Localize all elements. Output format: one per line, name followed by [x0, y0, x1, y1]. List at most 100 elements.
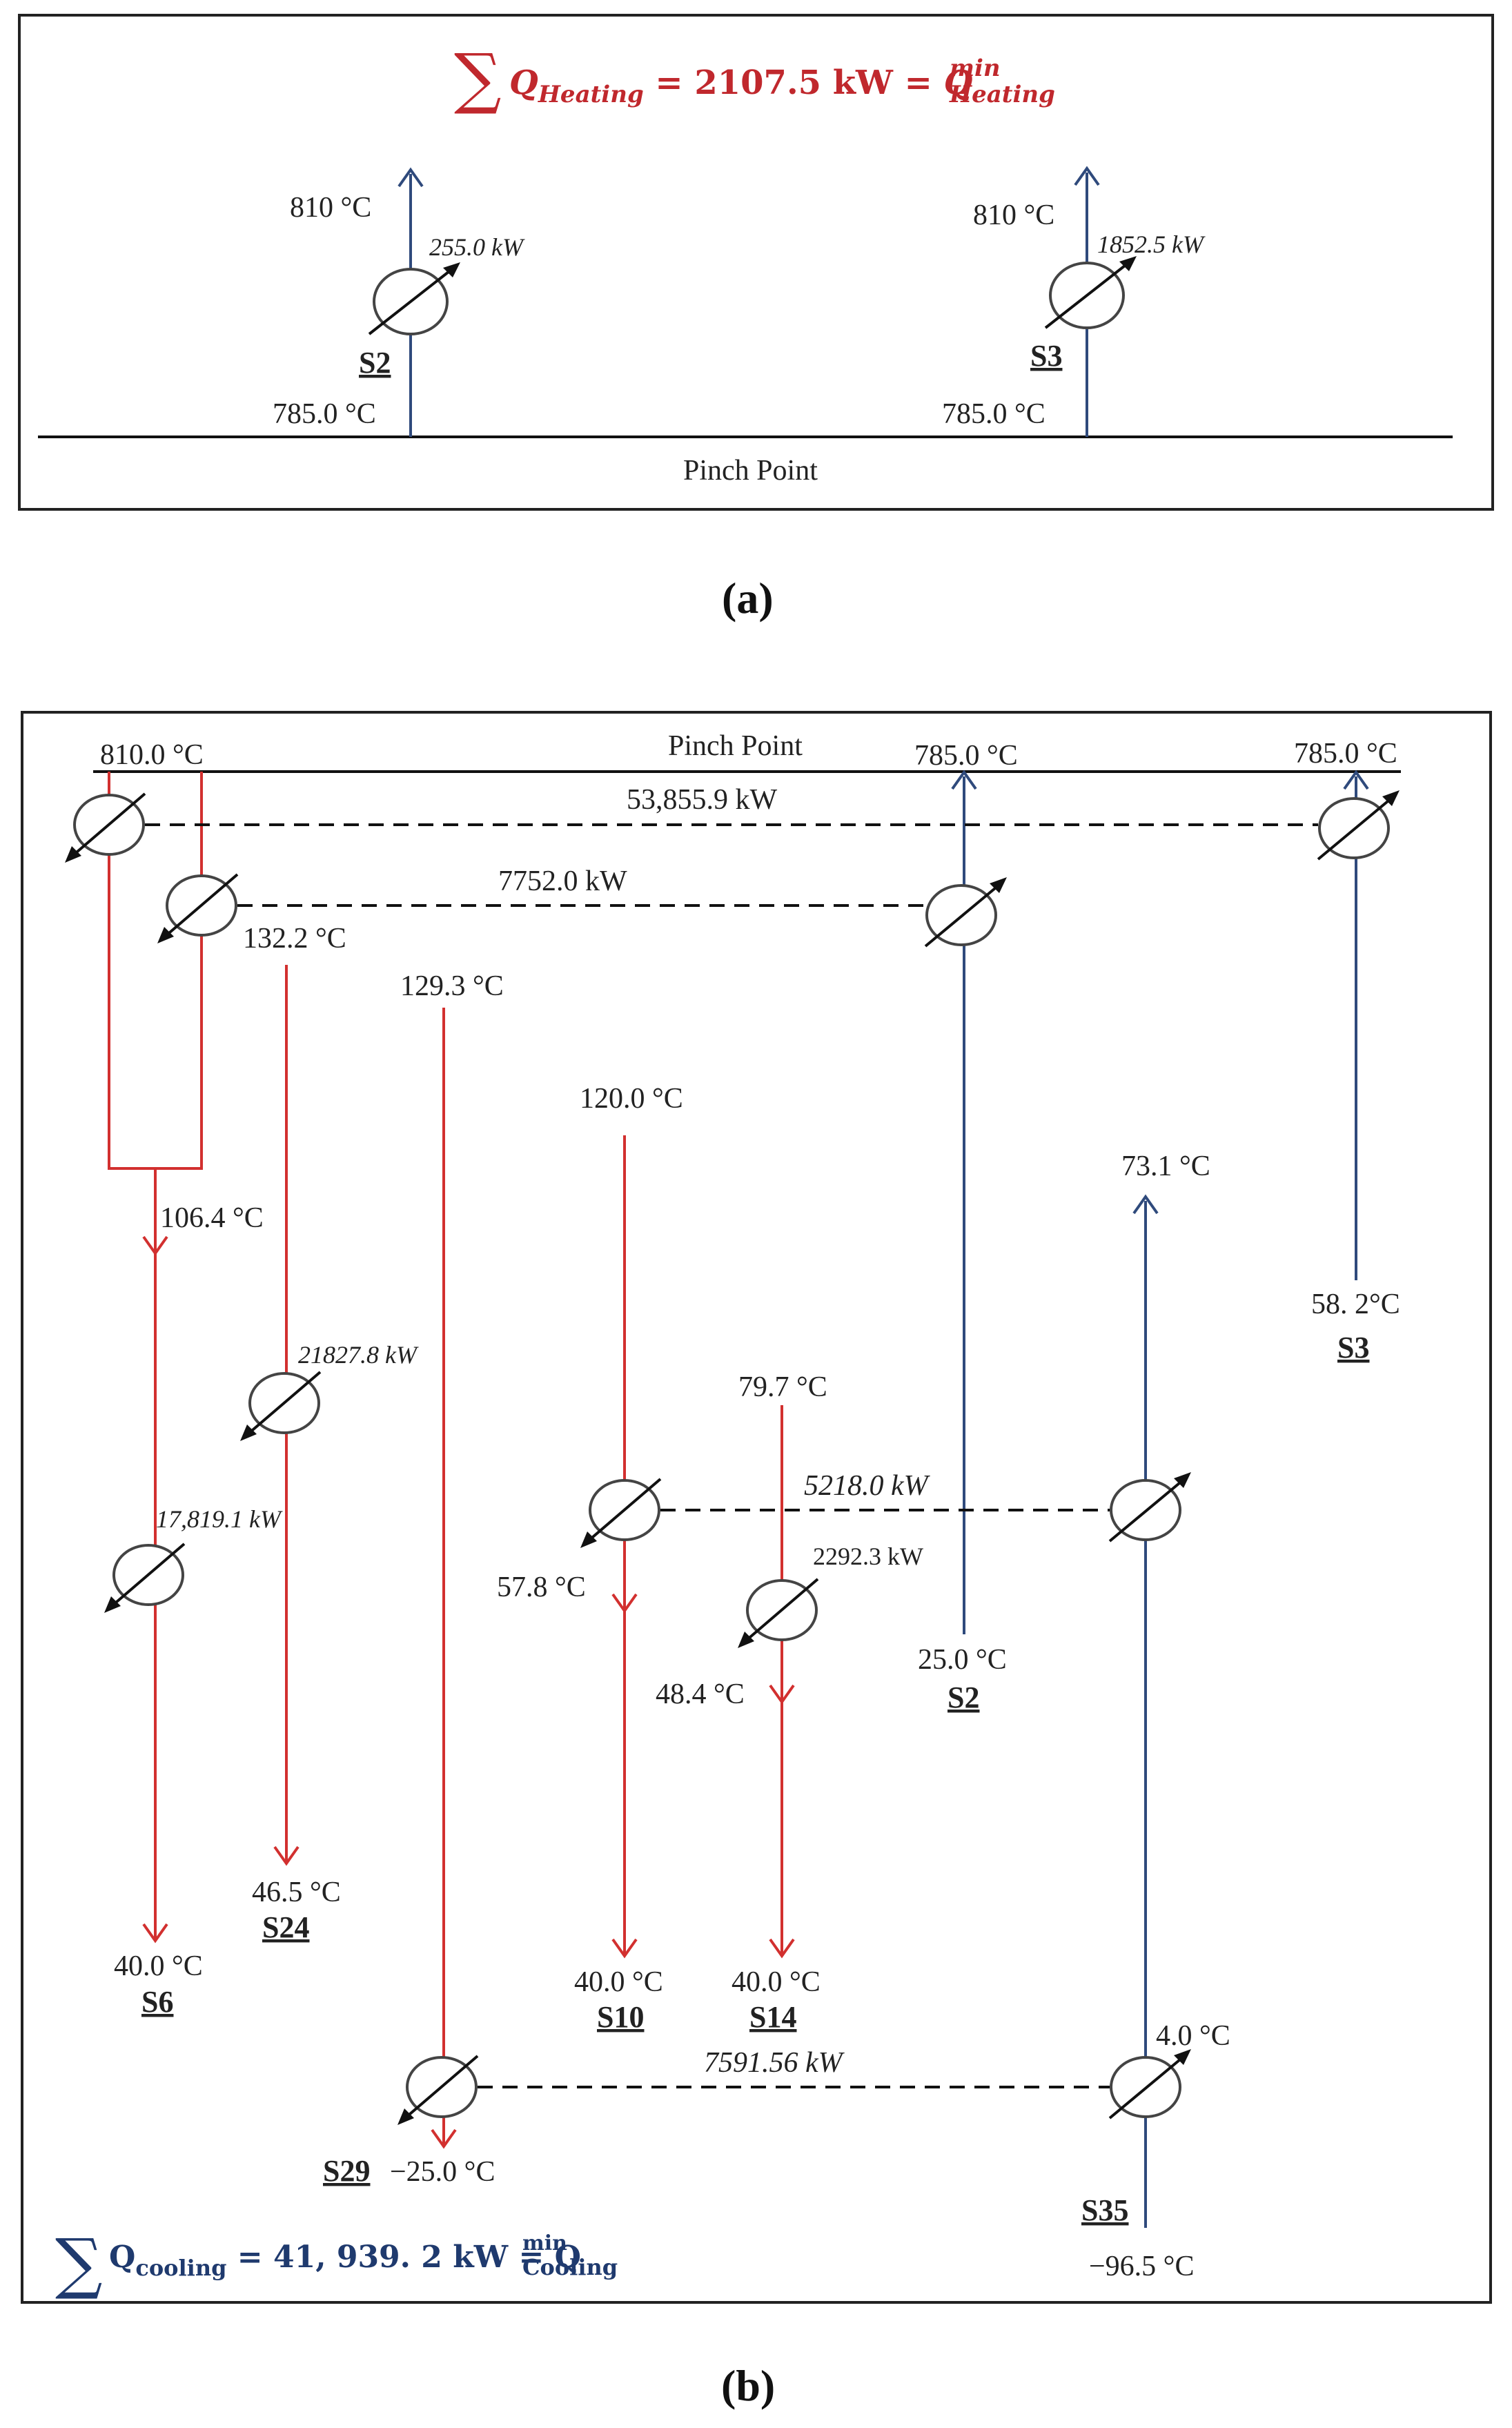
stream-s14: 79.7 °C 2292.3 kW 48.4 °C 40.0 °C S14 [656, 1371, 923, 2034]
panel-a-frame [18, 14, 1494, 511]
s10-mid-temp: 57.8 °C [497, 1572, 586, 1603]
s6-cooler-duty: 17,819.1 kW [156, 1505, 283, 1533]
cooler-s24-icon [240, 1371, 322, 1441]
s10-label: S10 [597, 2000, 644, 2034]
s3-b-inlet-temp: 58. 2°C [1311, 1289, 1400, 1320]
panel-a: ∑ QHeating = 2107.5 kW = Q min Heating P… [18, 14, 1494, 623]
s29-label: S29 [323, 2154, 370, 2188]
cooling-eq-text: Qcooling = 41, 939. 2 kW = Q [109, 2240, 581, 2281]
s3-b-label: S3 [1337, 1331, 1369, 1364]
stream-s24: 21827.8 kW 46.5 °C S24 [240, 965, 419, 1944]
s35-top-temp: 73.1 °C [1121, 1151, 1210, 1182]
s24-cooler-duty: 21827.8 kW [298, 1341, 419, 1369]
s2-b-label: S2 [948, 1681, 979, 1714]
heating-eq-rhs-sup: min [950, 55, 1001, 82]
s2-b-inlet-temp: 25.0 °C [918, 1644, 1007, 1676]
duty-s10-s35: 5218.0 kW [804, 1470, 931, 1502]
cooling-equation: ∑ Qcooling = 41, 939. 2 kW = Q min Cooli… [55, 2224, 618, 2302]
s2-pinch-temp: 785.0 °C [914, 740, 1018, 772]
s10-inlet-temp: 120.0 °C [580, 1083, 683, 1115]
s14-mid-temp: 48.4 °C [656, 1678, 745, 1710]
cooling-eq-rhs-sub: Cooling [522, 2254, 618, 2280]
s24-outlet-temp: 46.5 °C [252, 1877, 341, 1908]
s14-inlet-temp: 79.7 °C [738, 1371, 827, 1403]
s2-a-outlet-temp: 810 °C [290, 192, 371, 224]
cooling-eq-rhs: Q [555, 2240, 581, 2275]
cooling-eq-rhs-sup: min [522, 2231, 567, 2255]
heater-icon [1044, 256, 1137, 329]
s6-label: S6 [141, 1985, 173, 2019]
cooling-eq-lhs-sub: cooling [135, 2255, 226, 2281]
s3-pinch-temp: 785.0 °C [1294, 738, 1397, 770]
arrow-up-icon [1132, 1194, 1159, 1215]
heating-eq-lhs: Q [509, 63, 538, 102]
arrow-up-icon [951, 770, 977, 790]
s6-temp-106: 106.4 °C [160, 1202, 264, 1234]
s3-a-inlet-temp: 785.0 °C [942, 398, 1045, 430]
sum-symbol: ∑ [55, 2224, 103, 2302]
heating-eq-rhs: Q [944, 63, 973, 102]
s35-label: S35 [1081, 2193, 1128, 2227]
exchanger-s35-lower-icon [1108, 2049, 1191, 2119]
arrow-down-icon [611, 1593, 638, 1614]
s35-inlet-temp: −96.5 °C [1089, 2251, 1195, 2282]
exchanger-s6-s3-icon [65, 792, 146, 863]
arrow-down-icon [273, 1846, 300, 1866]
s3-a-label: S3 [1030, 339, 1062, 373]
s35-mid-temp: 4.0 °C [1156, 2020, 1230, 2052]
exchanger-s6-s2-icon [157, 873, 239, 943]
arrow-down-icon [142, 1923, 168, 1944]
arrow-down-icon [769, 1684, 795, 1705]
heating-eq-middle: = 2107.5 kW = [644, 63, 944, 102]
s14-outlet-temp: 40.0 °C [732, 1966, 821, 1998]
arrow-up-icon [1074, 166, 1100, 186]
heating-equation: ∑ QHeating = 2107.5 kW = Q min Heating [454, 39, 1055, 117]
s14-label: S14 [749, 2000, 796, 2034]
s6-temp-132: 132.2 °C [243, 923, 346, 954]
arrow-down-icon [769, 1938, 795, 1959]
s3-a-outlet-temp: 810 °C [973, 199, 1054, 231]
hot-pinch-temp: 810.0 °C [100, 739, 204, 771]
stream-s2-b: 25.0 °C S2 [918, 770, 1007, 1714]
s14-cooler-duty: 2292.3 kW [813, 1543, 923, 1570]
arrow-up-icon [1343, 770, 1369, 790]
cooler-s6-icon [104, 1543, 186, 1613]
s29-inlet-temp: 129.3 °C [400, 970, 504, 1002]
heating-eq-lhs-sub: Heating [538, 81, 644, 108]
heater-icon [368, 262, 460, 335]
cooling-eq-middle: = 41, 939. 2 kW = [226, 2240, 554, 2275]
s6-outlet-temp: 40.0 °C [114, 1950, 203, 1982]
s2-a-label: S2 [359, 346, 391, 380]
s24-label: S24 [262, 1910, 309, 1944]
stream-s3-b: 58. 2°C S3 [1311, 770, 1400, 1364]
exchanger-s3-icon [1317, 790, 1400, 861]
duty-s6-s3: 53,855.9 kW [627, 784, 778, 816]
panel-b: Pinch Point 810.0 °C 785.0 °C 785.0 °C [21, 711, 1492, 2410]
arrow-down-icon [611, 1938, 638, 1959]
s2-a-inlet-temp: 785.0 °C [273, 398, 376, 430]
stream-s35: 73.1 °C 4.0 °C S35 −96.5 °C [1081, 1151, 1230, 2282]
pinch-label-b: Pinch Point [668, 730, 803, 762]
stream-s3-a: 810 °C 1852.5 kW S3 785.0 °C [942, 166, 1206, 437]
exchanger-s10-s35-icon [580, 1478, 662, 1548]
arrow-down-icon [431, 2128, 457, 2149]
stream-s6: 132.2 °C 106.4 °C 17,819.1 kW 40.0 °C S6 [65, 772, 346, 2019]
panel-b-frame [21, 711, 1492, 2304]
exchanger-s35-upper-icon [1108, 1472, 1191, 1543]
caption-a: (a) [722, 574, 774, 623]
caption-b: (b) [721, 2361, 775, 2410]
s10-outlet-temp: 40.0 °C [574, 1966, 663, 1998]
stream-s2-a: 810 °C 255.0 kW S2 785.0 °C [273, 167, 525, 437]
heating-eq-rhs-sub: Heating [949, 81, 1055, 108]
arrow-up-icon [397, 167, 424, 188]
pinch-label-a: Pinch Point [683, 455, 818, 487]
duty-s6-s2: 7752.0 kW [498, 865, 627, 897]
exchanger-s29-s35-icon [397, 2055, 479, 2125]
cooling-eq-lhs: Q [109, 2240, 135, 2275]
s3-a-duty: 1852.5 kW [1097, 231, 1206, 258]
duty-s29-s35: 7591.56 kW [704, 2047, 845, 2079]
heating-eq-text: QHeating = 2107.5 kW = Q [509, 63, 973, 108]
sum-symbol: ∑ [454, 39, 502, 117]
stream-s10: 120.0 °C 57.8 °C 40.0 °C S10 [497, 1083, 683, 2034]
